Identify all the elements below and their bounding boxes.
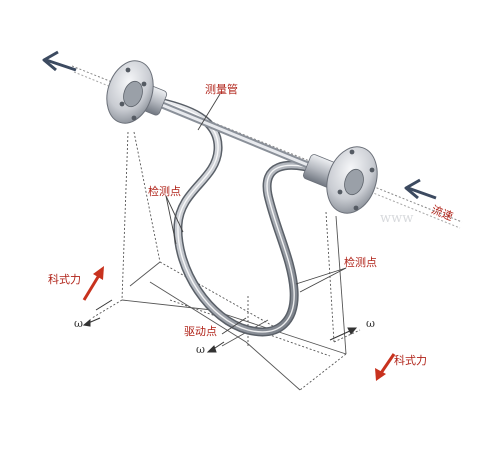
- right-flange: [303, 146, 378, 214]
- label-drive-point: 驱动点: [184, 325, 217, 338]
- left-flange: [106, 60, 168, 124]
- omega-right: ω: [366, 317, 375, 330]
- label-measuring-tube: 测量管: [205, 83, 238, 96]
- omega-arrows: [82, 299, 358, 353]
- flow-arrow-right-icon: [404, 178, 437, 200]
- label-leader-lines: [165, 93, 347, 335]
- label-detection-point-left: 检测点: [148, 185, 181, 198]
- watermark: www: [380, 211, 413, 226]
- label-detection-point-right: 检测点: [344, 256, 377, 269]
- flow-arrow-left-icon: [42, 50, 77, 72]
- omega-bottom: ω: [196, 343, 205, 356]
- label-coriolis-force-right: 科式力: [394, 354, 427, 367]
- coriolis-force-arrow-down-icon: [375, 353, 396, 381]
- coriolis-force-arrow-up-icon: [82, 266, 104, 301]
- omega-left: ω: [74, 317, 83, 330]
- label-coriolis-force-left: 科式力: [48, 273, 81, 286]
